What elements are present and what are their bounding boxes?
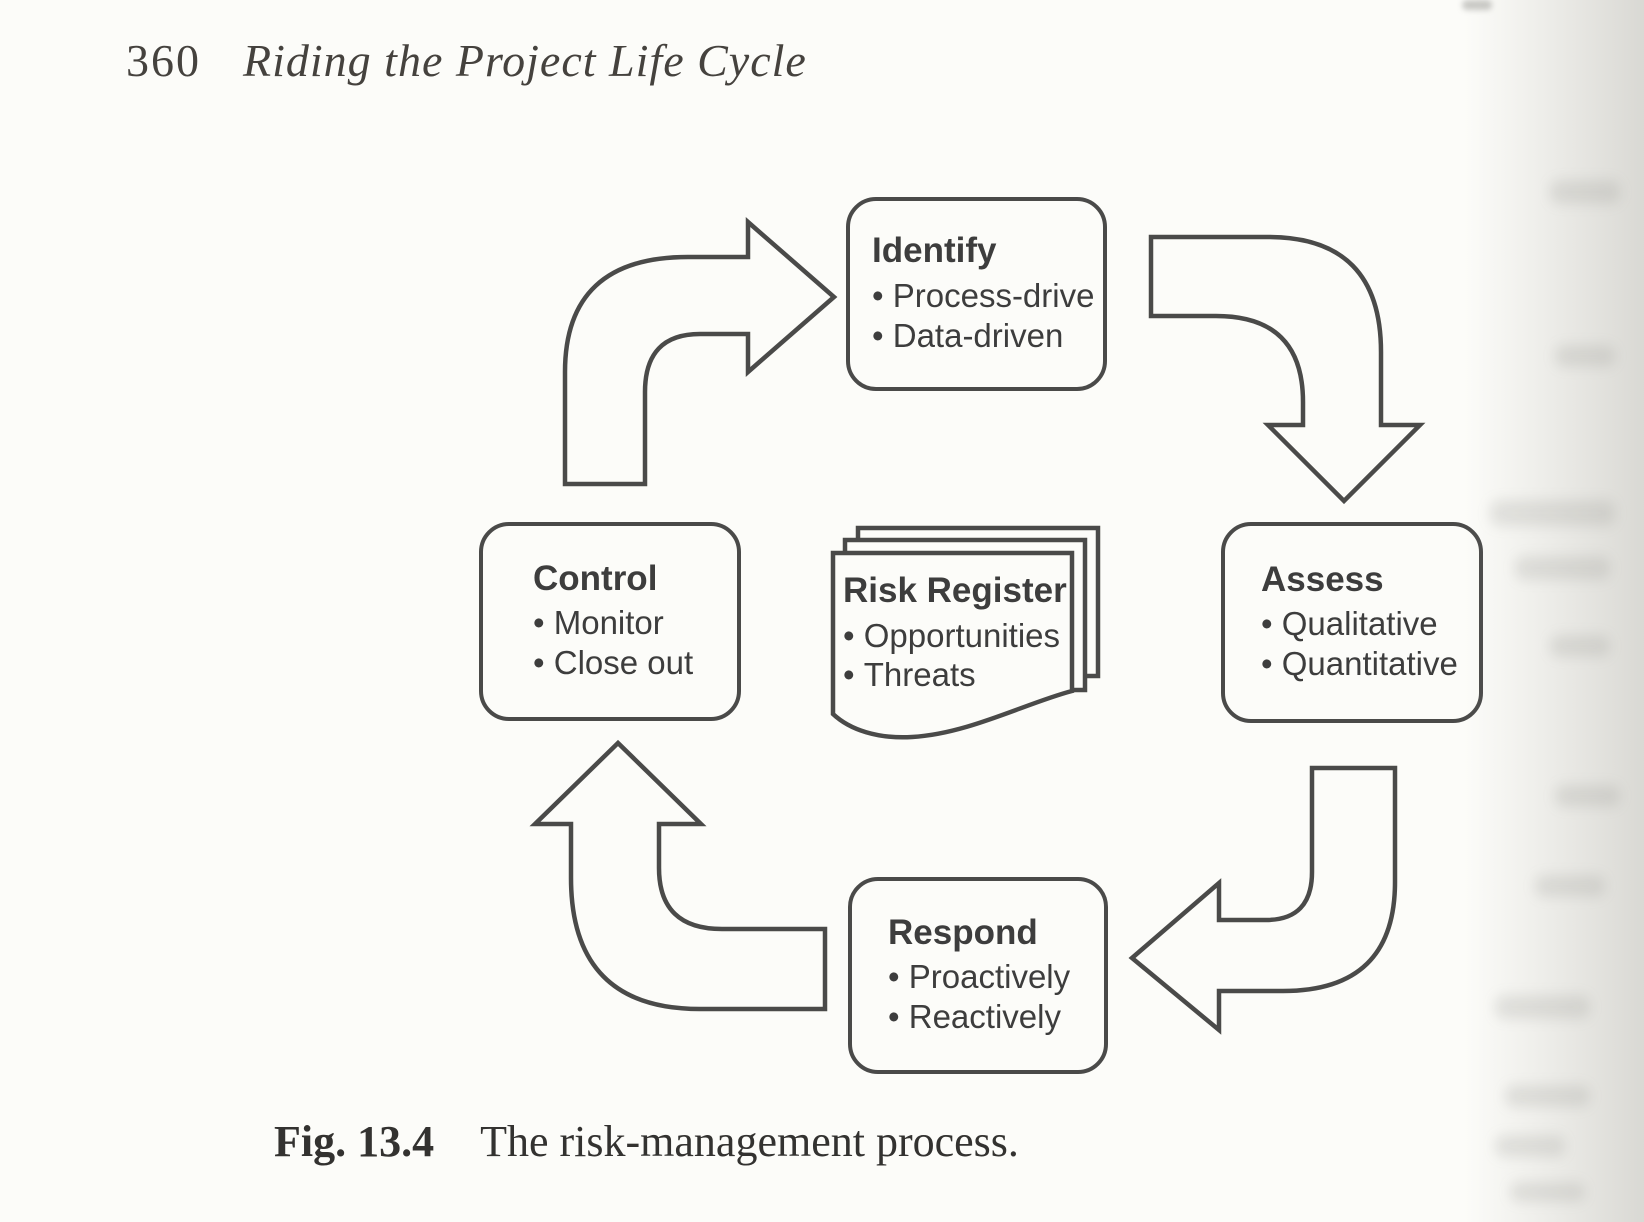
- page-number: 360: [126, 35, 201, 86]
- arrow-control-to-identify-icon: [562, 217, 838, 487]
- step-title: Control: [533, 558, 658, 598]
- figure-caption: Fig. 13.4 The risk-management process.: [274, 1116, 1019, 1167]
- arrow-respond-to-control-icon: [529, 739, 828, 1012]
- step-title: Identify: [872, 231, 997, 271]
- process-step-control: Control Monitor Close out: [479, 522, 741, 721]
- step-bullet: Monitor: [533, 603, 737, 643]
- step-bullet: Data-driven: [872, 316, 1103, 356]
- register-bullet: Threats: [843, 655, 1078, 695]
- process-step-assess: Assess Qualitative Quantitative: [1221, 522, 1483, 723]
- step-title: Assess: [1261, 559, 1384, 599]
- step-bullet: Reactively: [888, 997, 1104, 1037]
- process-step-identify: Identify Process-drive Data-driven: [846, 197, 1107, 391]
- register-title: Risk Register: [843, 571, 1067, 610]
- arrow-assess-to-respond-icon: [1128, 765, 1398, 1035]
- register-bullet: Opportunities: [843, 616, 1078, 656]
- step-title: Respond: [888, 912, 1038, 952]
- step-bullet: Close out: [533, 643, 737, 683]
- figure-caption-text: The risk-management process.: [480, 1117, 1019, 1166]
- running-header: 360 Riding the Project Life Cycle: [126, 34, 807, 87]
- figure-caption-label: Fig. 13.4: [274, 1117, 435, 1166]
- process-step-respond: Respond Proactively Reactively: [848, 877, 1108, 1074]
- step-bullet: Quantitative: [1261, 644, 1479, 684]
- step-bullet: Qualitative: [1261, 604, 1479, 644]
- risk-register-document: Risk Register Opportunities Threats: [843, 571, 1078, 695]
- step-bullet: Proactively: [888, 957, 1104, 997]
- running-title: Riding the Project Life Cycle: [243, 35, 807, 86]
- arrow-identify-to-assess-icon: [1148, 234, 1426, 505]
- step-bullet: Process-drive: [872, 276, 1103, 316]
